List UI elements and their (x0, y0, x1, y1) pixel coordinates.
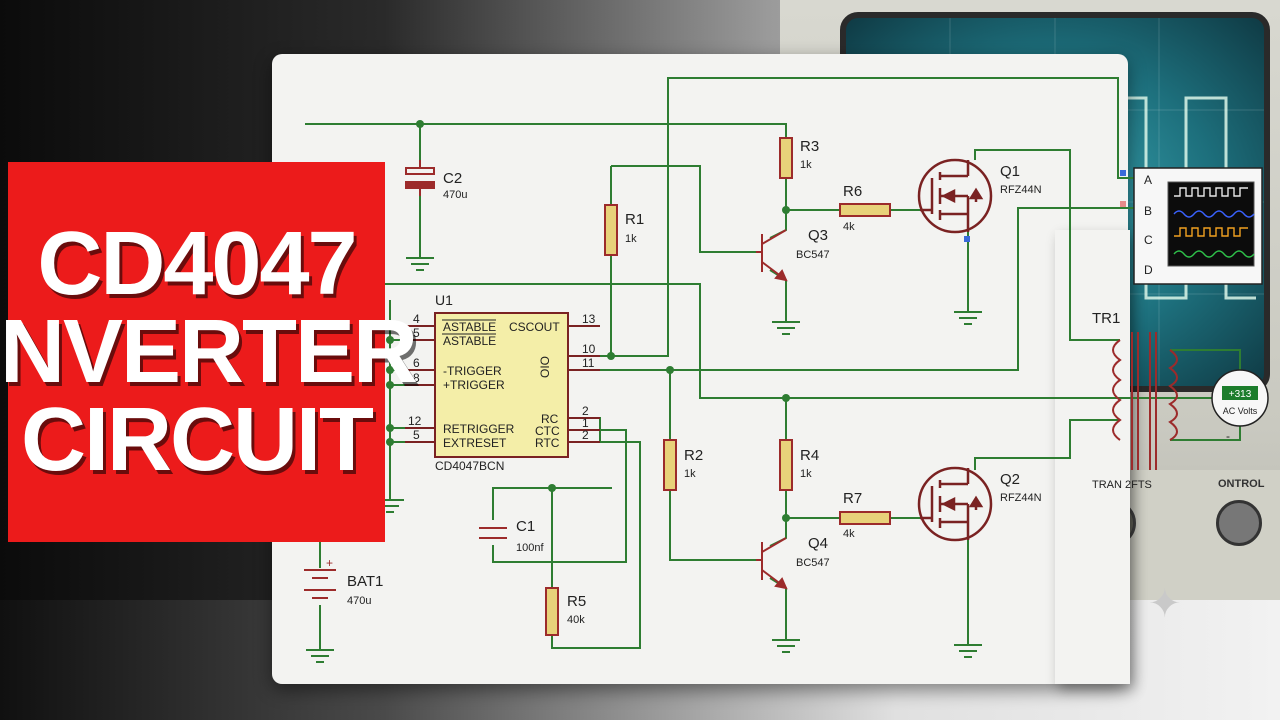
bjt-symbols (756, 229, 788, 590)
c1-value: 100nf (516, 542, 544, 554)
u1-pin-num: 6 (413, 356, 420, 370)
mosfet-symbols (917, 158, 993, 542)
r7-body (839, 511, 891, 525)
u1-pin-num: 4 (413, 312, 420, 326)
scope-input-box (964, 167, 1263, 285)
q3-value: BC547 (796, 249, 830, 261)
u1-pin-label-extreset: EXTRESET (443, 436, 507, 450)
r6-value: 4k (843, 221, 855, 233)
scope-channel-c: C (1144, 233, 1153, 247)
q3-ref: Q3 (808, 227, 828, 244)
u1-pin-label-rtc: RTC (535, 436, 560, 450)
bnc-connector[interactable] (1216, 500, 1262, 546)
u1-pin-lines (405, 325, 600, 443)
r1-ref: R1 (625, 211, 644, 228)
q2-symbol (917, 466, 993, 542)
u1-pin-num: 8 (413, 371, 420, 385)
u1-pin-label-ctc: CTC (535, 424, 560, 438)
q3-symbol (756, 229, 788, 282)
r1-value: 1k (625, 233, 637, 245)
component-refs: C2 C1 BAT1 R1 R2 R3 R4 R5 R6 R7 Q1 Q2 Q3… (347, 138, 1120, 610)
u1-pin-label-astable: ASTABLE (443, 320, 496, 334)
r6-ref: R6 (843, 183, 862, 200)
q4-symbol (756, 537, 788, 590)
ac-voltmeter: +313 AC Volts - (1211, 369, 1269, 443)
bat1-symbol: + (304, 556, 336, 599)
title-line-3: CIRCUIT (21, 390, 374, 490)
u1-ref: U1 (435, 292, 453, 308)
r3-body (779, 137, 793, 179)
u1-pin-num: 12 (408, 414, 422, 428)
r4-body (779, 439, 793, 491)
voltmeter-unit: AC Volts (1223, 406, 1258, 416)
u1-pin-num: 13 (582, 312, 596, 326)
tr1-ref: TR1 (1092, 310, 1120, 327)
r2-body (663, 439, 677, 491)
junction-dots (386, 120, 790, 522)
r6-body (839, 203, 891, 217)
r4-value: 1k (800, 468, 812, 480)
capacitors (405, 160, 507, 539)
scope-channel-d: D (1144, 263, 1153, 277)
c2-ref: C2 (443, 170, 462, 187)
u1-pin-label-retrigger: RETRIGGER (443, 422, 515, 436)
control-label: ONTROL (1218, 478, 1265, 490)
c1-symbol (479, 527, 507, 539)
r2-value: 1k (684, 468, 696, 480)
u1-pin-num: 1 (582, 416, 589, 430)
r5-value: 40k (567, 614, 585, 626)
u1-pin-label-pos-trigger: +TRIGGER (443, 378, 505, 392)
component-values: 470u 100nf 470u 1k 1k 1k 1k 40k 4k 4k RF… (347, 159, 1152, 626)
voltmeter-minus: - (1226, 429, 1230, 443)
title-banner: CD4047 INVERTER CIRCUIT (0, 162, 418, 542)
u1-body (434, 312, 569, 458)
c2-value: 470u (443, 189, 467, 201)
svg-text:+: + (326, 556, 333, 570)
c1-ref: C1 (516, 518, 535, 535)
u1-pin-num: 10 (582, 342, 596, 356)
u1-osc-label: OIO (538, 356, 552, 378)
q2-ref: Q2 (1000, 471, 1020, 488)
u1-pin-label-astable-bar: ASTABLE (443, 334, 496, 348)
bat1-value: 470u (347, 595, 371, 607)
title-line-1: CD4047 (37, 214, 357, 314)
u1-pin-num: 11 (582, 356, 595, 370)
title-line-2: INVERTER (0, 302, 418, 402)
u1-pin-num: 2 (582, 404, 589, 418)
r1-body (604, 204, 618, 256)
r4-ref: R4 (800, 447, 819, 464)
r5-ref: R5 (567, 593, 586, 610)
u1-pin-label-rc: RC (541, 412, 559, 426)
r2-ref: R2 (684, 447, 703, 464)
u1-pin-label-cscout: CSCOUT (509, 320, 560, 334)
q4-value: BC547 (796, 557, 830, 569)
u1-pin-num: 5 (413, 326, 420, 340)
sparkle-icon: ✦ (1148, 582, 1182, 626)
r3-value: 1k (800, 159, 812, 171)
u1-texts: U1 CD4047BCN ASTABLE ASTABLE -TRIGGER +T… (408, 292, 596, 473)
scope-channel-b: B (1144, 204, 1152, 218)
voltmeter-reading: +313 (1229, 389, 1252, 400)
c2-symbol (405, 160, 435, 196)
u1-part: CD4047BCN (435, 459, 504, 473)
q1-ref: Q1 (1000, 163, 1020, 180)
scope-channel-labels: A B C D (1144, 173, 1153, 277)
tr1-symbol (1112, 332, 1178, 470)
r7-value: 4k (843, 528, 855, 540)
u1-pin-num: 5 (413, 428, 420, 442)
r3-ref: R3 (800, 138, 819, 155)
q2-value: RFZ44N (1000, 492, 1042, 504)
q1-value: RFZ44N (1000, 184, 1042, 196)
r5-body (545, 587, 559, 636)
resistors (545, 137, 891, 636)
u1-pin-num: 2 (582, 428, 589, 442)
r7-ref: R7 (843, 490, 862, 507)
bat1-ref: BAT1 (347, 573, 383, 590)
scope-channel-a: A (1144, 173, 1152, 187)
q1-symbol (917, 158, 993, 234)
q4-ref: Q4 (808, 535, 828, 552)
tr1-value: TRAN 2FTS (1092, 479, 1152, 491)
u1-pin-label-neg-trigger: -TRIGGER (443, 364, 502, 378)
